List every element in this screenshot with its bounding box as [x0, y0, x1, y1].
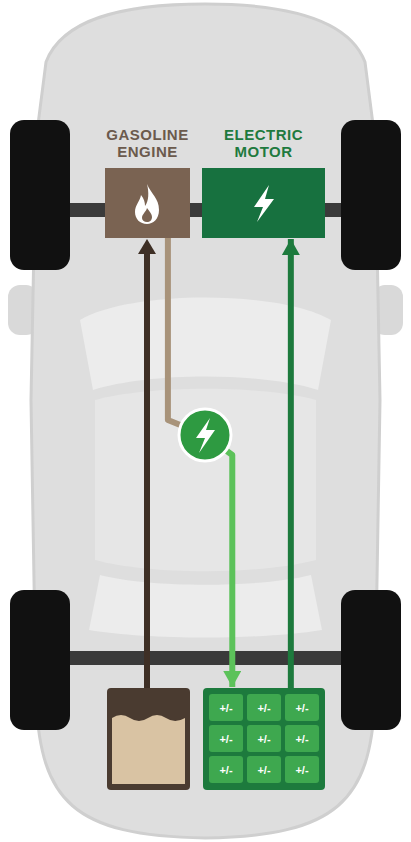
cell-label: +/-	[295, 764, 308, 776]
cell-label: +/-	[257, 702, 270, 714]
battery-cell: +/-	[247, 756, 281, 783]
battery-cell: +/-	[209, 725, 243, 752]
energy-connector	[168, 238, 232, 687]
wheel	[341, 590, 401, 730]
cell-label: +/-	[219, 733, 232, 745]
battery-cell: +/-	[285, 756, 319, 783]
battery-cell: +/-	[285, 694, 319, 721]
battery-cell: +/-	[247, 694, 281, 721]
battery-pack: +/- +/- +/- +/- +/- +/- +/- +/- +/-	[203, 688, 325, 790]
rear-axle	[60, 651, 350, 665]
lightning-icon	[196, 418, 215, 453]
wheel	[341, 120, 401, 270]
roof	[95, 389, 316, 572]
engine-box: GASOLINE ENGINE	[105, 168, 190, 238]
fuel-tank	[107, 688, 190, 790]
generator-circle	[179, 409, 231, 461]
wheel	[10, 120, 70, 270]
battery-cell: +/-	[285, 725, 319, 752]
cell-label: +/-	[219, 764, 232, 776]
cell-label: +/-	[257, 764, 270, 776]
rear-window	[89, 575, 322, 638]
battery-cell: +/-	[209, 756, 243, 783]
flame-icon	[105, 168, 190, 238]
connector-segment	[168, 238, 205, 435]
battery-cell: +/-	[247, 725, 281, 752]
part-heading: GASOLINE ENGINE	[98, 126, 198, 160]
connector-segment	[205, 435, 232, 687]
part-heading: ELECTRIC MOTOR	[208, 126, 320, 160]
cell-label: +/-	[295, 702, 308, 714]
fuel-line	[144, 252, 150, 688]
lightning-icon	[202, 168, 325, 238]
motor-box: ELECTRIC MOTOR	[202, 168, 325, 238]
energy-connector	[290, 239, 291, 688]
car-body	[31, 4, 380, 838]
battery-cell: +/-	[209, 694, 243, 721]
fuel-level	[112, 715, 185, 784]
wheel	[10, 590, 70, 730]
fuel-arrowhead	[138, 239, 156, 254]
cell-label: +/-	[257, 733, 270, 745]
cell-label: +/-	[295, 733, 308, 745]
cell-label: +/-	[219, 702, 232, 714]
connector-segment	[288, 239, 294, 688]
